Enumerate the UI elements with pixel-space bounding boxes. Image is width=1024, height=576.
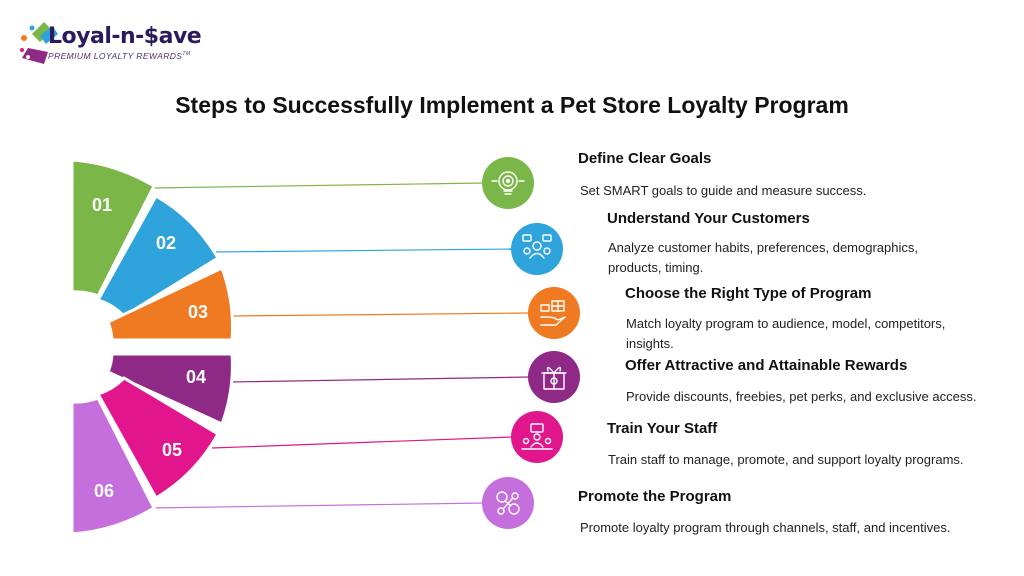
customers-icon xyxy=(511,223,563,275)
step-title-02: Understand Your Customers xyxy=(607,210,810,227)
step-segment-05 xyxy=(95,376,221,501)
step-description-01: Set SMART goals to guide and measure suc… xyxy=(580,183,867,198)
step-description-02: Analyze customer habits, preferences, de… xyxy=(608,240,918,275)
brand-tagline: PREMIUM LOYALTY REWARDSTM xyxy=(48,51,191,61)
icon-circle-02 xyxy=(511,223,563,275)
step-segment-06 xyxy=(70,396,156,536)
step-description-06: Promote loyalty program through channels… xyxy=(580,520,951,535)
step-number-04: 04 xyxy=(186,367,206,387)
connector-line-03 xyxy=(229,312,531,317)
brand-name: Loyal-n-$ave xyxy=(48,24,202,49)
page-title: Steps to Successfully Implement a Pet St… xyxy=(175,92,849,118)
connector-line-06 xyxy=(149,502,485,509)
step-title-04: Offer Attractive and Attainable Rewards xyxy=(625,357,908,374)
target-icon xyxy=(482,157,534,209)
connector-line-01 xyxy=(149,182,485,189)
connector-line-04 xyxy=(229,376,531,383)
connector-line-05 xyxy=(211,436,514,449)
step-segment-02 xyxy=(95,193,221,318)
icon-circle-03 xyxy=(528,287,580,339)
step-number-01: 01 xyxy=(92,195,112,215)
step-title-06: Promote the Program xyxy=(578,488,732,505)
price-tags-icon xyxy=(20,22,58,64)
gift-hand-icon xyxy=(528,287,580,339)
promotion-icon xyxy=(482,477,534,529)
step-segment-03 xyxy=(106,265,234,342)
connector-line-02 xyxy=(212,248,514,253)
step-description-04: Provide discounts, freebies, pet perks, … xyxy=(626,389,977,404)
step-segment-04 xyxy=(106,352,234,427)
brand-logo: Loyal-n-$ave PREMIUM LOYALTY REWARDSTM xyxy=(18,18,208,82)
icon-circle-05 xyxy=(511,411,563,463)
step-title-05: Train Your Staff xyxy=(607,420,718,437)
staff-training-icon xyxy=(511,411,563,463)
step-description-03: Match loyalty program to audience, model… xyxy=(626,316,946,351)
step-number-06: 06 xyxy=(94,481,114,501)
step-title-01: Define Clear Goals xyxy=(578,150,712,167)
step-title-03: Choose the Right Type of Program xyxy=(625,285,872,302)
step-number-05: 05 xyxy=(162,440,182,460)
step-description-05: Train staff to manage, promote, and supp… xyxy=(608,452,964,467)
step-number-02: 02 xyxy=(156,233,176,253)
step-segment-01 xyxy=(70,158,156,298)
step-number-03: 03 xyxy=(188,302,208,322)
reward-box-icon xyxy=(528,351,580,403)
